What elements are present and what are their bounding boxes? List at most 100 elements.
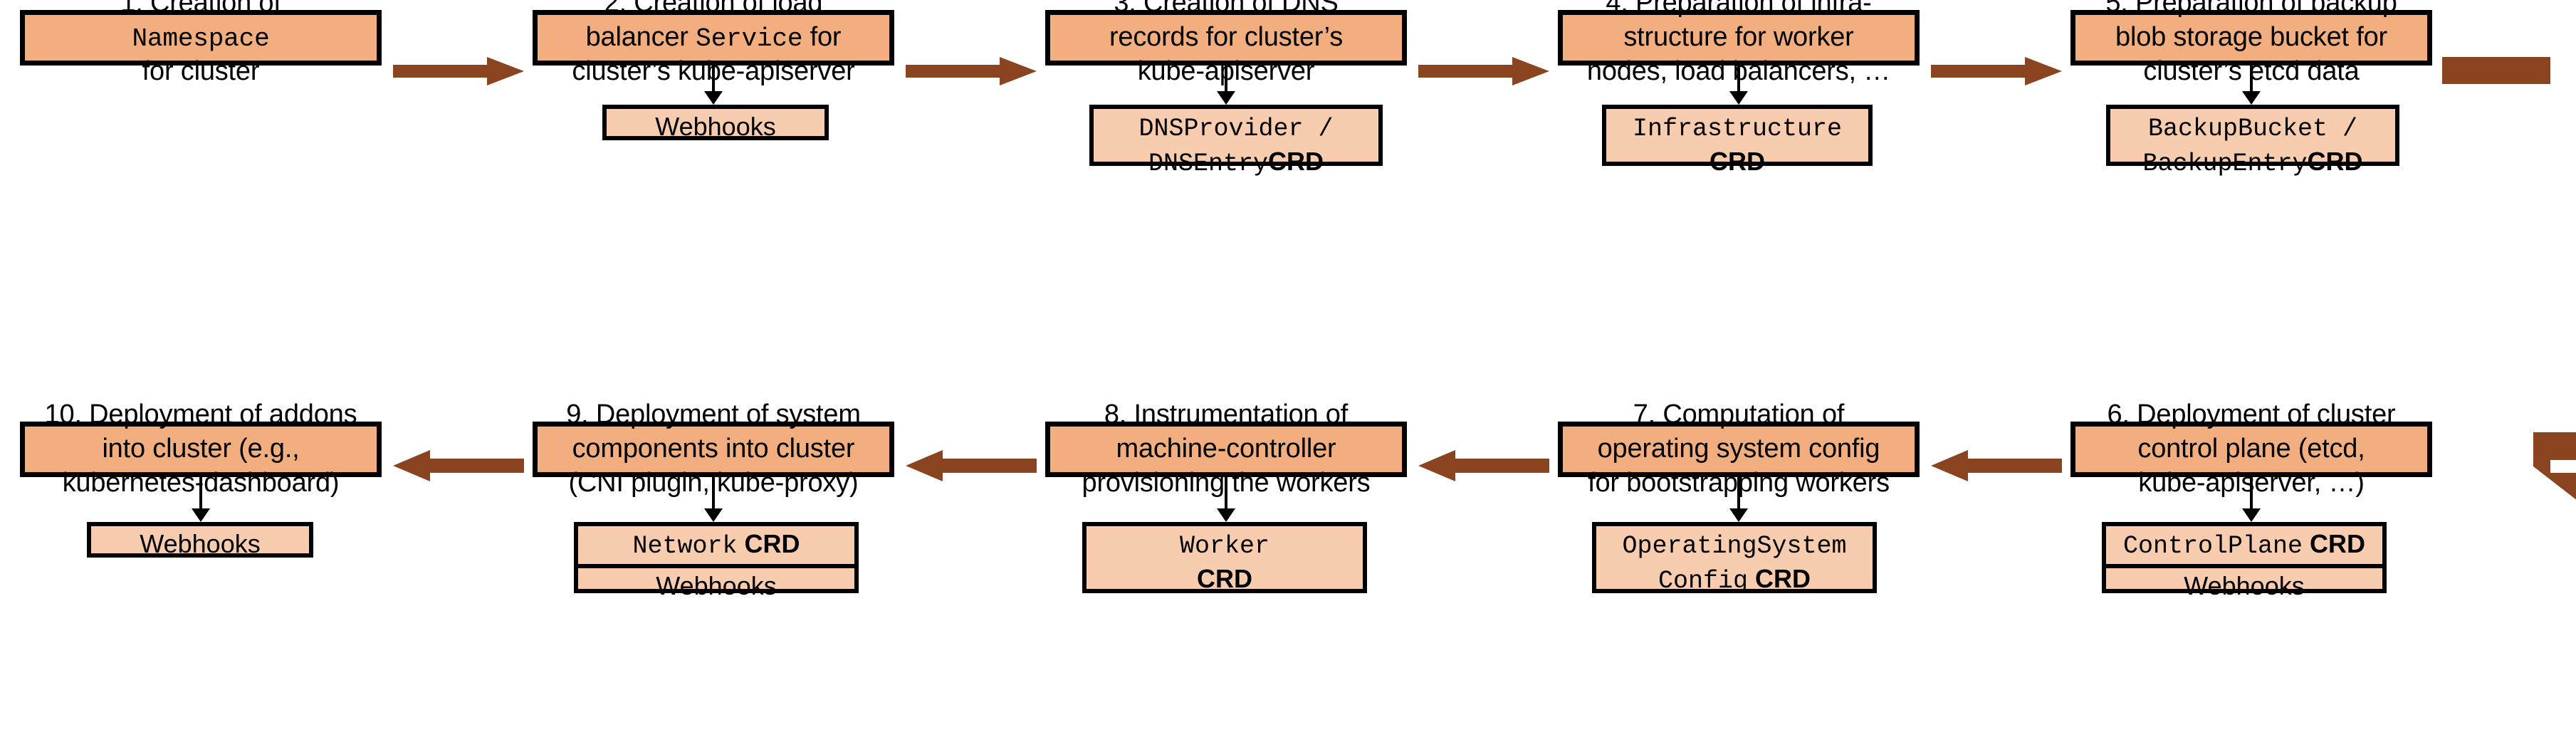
backup-crd-line1: BackupBucket / [2147,115,2358,143]
resource-cell-webhooks-10: Webhooks [91,526,309,561]
step-box-4[interactable]: 4. Preparation of infra- structure for w… [1558,0,1920,86]
arrow-step8-to-step9 [906,450,1037,481]
step-box-6[interactable]: 6. Deployment of cluster control plane (… [2070,399,2432,498]
connector-step9-to-network-crd [712,477,715,513]
step-1-text: 1. Creation of Namespace for cluster [120,0,281,89]
step-1-line-3: for cluster [142,56,260,87]
connector-step6-arrowhead [2242,508,2261,522]
arrow-step6-to-step7 [1931,450,2062,481]
step-box-7[interactable]: 7. Computation of operating system confi… [1558,399,1920,498]
resource-box-controlplane[interactable]: ControlPlane CRD Webhooks [2102,522,2387,600]
resource-cell-controlplane-crd: ControlPlane CRD [2106,526,2382,564]
backup-crd-line2b: CRD [2307,146,2363,176]
resource-box-worker-crd[interactable]: Worker CRD [1082,522,1367,593]
step-7-line-1: 7. Computation of [1633,399,1845,430]
resource-box-infrastructure-crd[interactable]: Infrastructure CRD [1602,105,1873,176]
dns-crd-line2a: DNSEntry [1148,149,1268,178]
step-1-line-1: 1. Creation of [120,0,281,18]
network-crd-name: Network [632,532,738,560]
backup-crd-text: BackupBucket / BackupEntryCRD [2142,110,2362,180]
dns-crd-text: DNSProvider / DNSEntryCRD [1138,110,1333,180]
resource-box-webhooks-10[interactable]: Webhooks [87,522,313,558]
connector-step8-arrowhead [1217,508,1235,522]
worker-crd-line2: CRD [1197,563,1252,593]
connector-step2-arrowhead [704,91,723,105]
osc-crd-text: OperatingSystem Config CRD [1622,528,1846,597]
arrow-step5-to-step6-elbow [2442,57,2576,500]
arrow-step2-to-step3 [906,57,1037,85]
connector-step4-to-infra-crd [1737,66,1740,95]
infrastructure-crd-line1: Infrastructure [1632,115,1843,143]
step-2-line-2c: for [802,21,842,52]
step-box-5[interactable]: 5. Preparation of backup blob storage bu… [2070,0,2432,86]
infrastructure-crd-line2: CRD [1710,146,1765,176]
resource-cell-backup-crd: BackupBucket / BackupEntryCRD [2110,109,2395,182]
step-10-line-2: into cluster (e.g., [102,434,300,464]
connector-step5-to-backup-crd [2250,66,2253,95]
step-6-text: 6. Deployment of cluster control plane (… [2108,398,2396,501]
resource-box-dns-crd[interactable]: DNSProvider / DNSEntryCRD [1089,105,1383,178]
step-1-line-2: Namespace [132,23,270,53]
resource-box-webhooks-2[interactable]: Webhooks [602,105,829,141]
arrow-step4-to-step5 [1931,57,2062,85]
arrow-step7-to-step8 [1418,450,1549,481]
step-3-line-1: 3. Creation of DNS [1114,0,1339,19]
connector-step3-arrowhead [1217,91,1235,105]
step-box-10[interactable]: 10. Deployment of addons into cluster (e… [20,399,382,498]
step-box-8[interactable]: 8. Instrumentation of machine-controller… [1045,399,1407,498]
step-box-1[interactable]: 1. Creation of Namespace for cluster [20,0,382,86]
backup-crd-line2a: BackupEntry [2142,149,2308,178]
step-3-line-2: records for cluster’s [1109,22,1344,53]
step-5-line-2: blob storage bucket for [2115,22,2387,53]
step-box-3[interactable]: 3. Creation of DNS records for cluster’s… [1045,0,1407,86]
resource-box-osc-crd[interactable]: OperatingSystem Config CRD [1592,522,1877,595]
step-10-text: 10. Deployment of addons into cluster (e… [45,398,357,501]
step-7-line-2: operating system config [1597,434,1880,464]
worker-crd-text: Worker CRD [1180,528,1269,595]
resource-box-backup-crd[interactable]: BackupBucket / BackupEntryCRD [2106,105,2399,178]
resource-cell-network-webhooks: Webhooks [578,563,854,603]
controlplane-webhooks-label: Webhooks [2184,570,2305,600]
step-box-9[interactable]: 9. Deployment of system components into … [533,399,894,498]
dns-crd-line2b: CRD [1268,146,1324,176]
arrow-step9-to-step10 [393,450,524,481]
step-box-2[interactable]: 2. Creation of load balancer Service for… [533,0,894,86]
connector-step8-to-worker-crd [1225,477,1227,513]
step-9-line-1: 9. Deployment of system [566,399,861,430]
network-crd-text: Network CRD [632,528,800,563]
arrow-step3-to-step4 [1418,57,1549,85]
resource-cell-controlplane-webhooks: Webhooks [2106,563,2382,603]
step-8-line-1: 8. Instrumentation of [1104,399,1349,430]
resource-box-network[interactable]: Network CRD Webhooks [574,522,859,600]
webhooks-label-10: Webhooks [140,529,261,558]
connector-step4-arrowhead [1729,91,1748,105]
step-6-line-1: 6. Deployment of cluster [2107,399,2396,430]
connector-step6-to-controlplane-crd [2250,477,2253,513]
resource-cell-dns-crd: DNSProvider / DNSEntryCRD [1094,109,1378,182]
osc-crd-line1: OperatingSystem [1622,532,1847,560]
resource-cell-network-crd: Network CRD [578,526,854,564]
step-9-line-2: components into cluster [572,434,855,464]
webhooks-label: Webhooks [655,112,776,141]
network-crd-tag: CRD [744,529,800,558]
connector-step10-to-webhooks [199,477,202,513]
osc-crd-line2a: Config [1658,566,1748,595]
network-webhooks-label: Webhooks [656,570,777,600]
dns-crd-line1: DNSProvider / [1138,115,1334,143]
step-2-line-2b: Service [696,23,803,53]
osc-crd-line2b: CRD [1755,563,1811,593]
connector-step2-to-webhooks [712,66,715,95]
connector-step7-arrowhead [1729,508,1748,522]
step-6-line-2: control plane (etcd, [2137,434,2365,464]
connector-step10-arrowhead [192,508,210,522]
worker-crd-line1: Worker [1179,532,1270,560]
connector-step5-arrowhead [2242,91,2261,105]
connector-step7-to-osc-crd [1737,477,1740,513]
step-8-line-2: machine-controller [1116,434,1336,464]
connector-step3-to-dns-crd [1225,66,1227,95]
step-2-line-2a: balancer [585,21,696,52]
resource-cell-worker-crd: Worker CRD [1087,526,1363,596]
controlplane-crd-text: ControlPlane CRD [2123,528,2365,563]
controlplane-crd-tag: CRD [2310,529,2366,558]
